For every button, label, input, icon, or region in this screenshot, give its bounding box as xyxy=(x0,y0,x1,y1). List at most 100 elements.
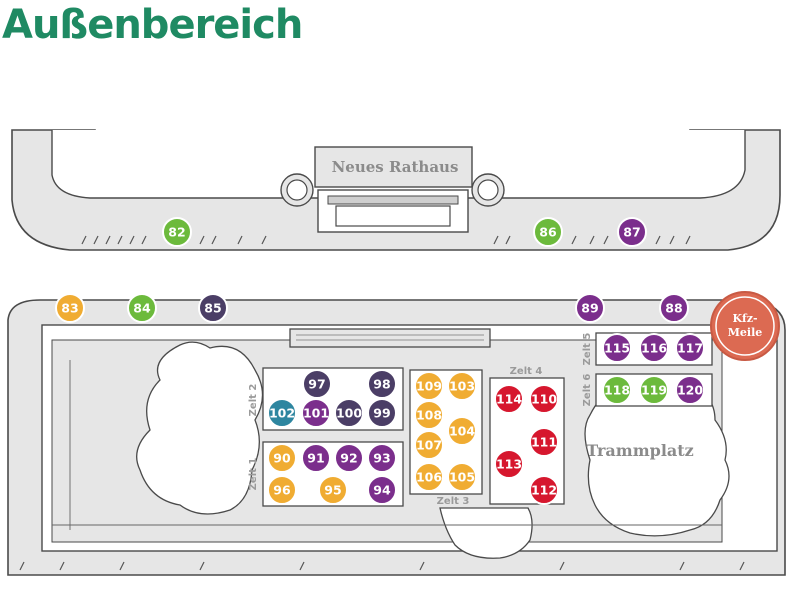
stand-marker-number: 101 xyxy=(303,406,329,421)
stand-marker-circle xyxy=(575,293,605,323)
stand-marker-number: 91 xyxy=(307,451,324,466)
page-title: Außenbereich xyxy=(2,2,303,48)
stand-marker[interactable]: 84 xyxy=(127,293,157,323)
stand-marker-circle xyxy=(414,400,444,430)
stand-marker-circle xyxy=(414,430,444,460)
stand-marker-number: 112 xyxy=(531,483,557,498)
stand-marker-circle xyxy=(639,375,669,405)
stand-marker[interactable]: 100 xyxy=(334,398,364,428)
stand-marker-circle xyxy=(529,475,559,505)
stand-marker-number: 83 xyxy=(61,301,78,316)
stand-marker[interactable]: 90 xyxy=(267,443,297,473)
stand-marker[interactable]: 119 xyxy=(639,375,669,405)
stand-marker-number: 95 xyxy=(324,483,341,498)
stand-marker-circle xyxy=(675,375,705,405)
stand-marker[interactable]: 102 xyxy=(267,398,297,428)
stand-marker-number: 118 xyxy=(604,383,630,398)
stand-marker-number: 96 xyxy=(273,483,291,498)
stand-marker-number: 106 xyxy=(416,470,442,485)
stand-marker-number: 97 xyxy=(308,377,325,392)
stand-marker[interactable]: 99 xyxy=(367,398,397,428)
stand-marker[interactable]: 110 xyxy=(529,384,559,414)
stand-marker-number: 107 xyxy=(416,438,442,453)
zelt6-label: Zelt 6 xyxy=(582,374,593,407)
stand-marker[interactable]: 93 xyxy=(367,443,397,473)
stand-marker[interactable]: 112 xyxy=(529,475,559,505)
stand-marker-circle xyxy=(414,462,444,492)
stand-marker-circle xyxy=(447,416,477,446)
stand-marker-circle xyxy=(334,443,364,473)
stand-marker-circle xyxy=(318,475,348,505)
stand-marker[interactable]: 94 xyxy=(367,475,397,505)
stand-marker[interactable]: 105 xyxy=(447,462,477,492)
stand-marker[interactable]: 113 xyxy=(494,449,524,479)
stand-marker[interactable]: 120 xyxy=(675,375,705,405)
stand-marker-number: 99 xyxy=(373,406,390,421)
stand-marker[interactable]: 107 xyxy=(414,430,444,460)
stand-marker[interactable]: 83 xyxy=(55,293,85,323)
stand-marker[interactable]: 95 xyxy=(318,475,348,505)
kfz-label-line1: Kfz- xyxy=(732,312,757,325)
stand-marker-number: 90 xyxy=(273,451,291,466)
stand-marker[interactable]: 87 xyxy=(617,217,647,247)
stand-marker[interactable]: 101 xyxy=(301,398,331,428)
stand-marker[interactable]: 109 xyxy=(414,371,444,401)
stand-marker-number: 92 xyxy=(340,451,357,466)
stand-marker-circle xyxy=(529,427,559,457)
stand-marker-circle xyxy=(367,475,397,505)
stand-marker-number: 88 xyxy=(665,301,682,316)
stand-marker-circle xyxy=(162,217,192,247)
stand-marker[interactable]: 117 xyxy=(675,333,705,363)
stand-marker-circle xyxy=(494,449,524,479)
stand-marker[interactable]: 104 xyxy=(447,416,477,446)
stand-marker-circle xyxy=(267,398,297,428)
stand-marker-circle xyxy=(617,217,647,247)
stand-marker[interactable]: 108 xyxy=(414,400,444,430)
stand-marker-circle xyxy=(447,371,477,401)
stand-marker[interactable]: 114 xyxy=(494,384,524,414)
stand-marker-number: 104 xyxy=(449,424,475,439)
stand-marker[interactable]: 111 xyxy=(529,427,559,457)
stand-marker[interactable]: 103 xyxy=(447,371,477,401)
stand-marker[interactable]: 116 xyxy=(639,333,669,363)
kfz-meile-badge[interactable]: Kfz- Meile xyxy=(710,291,780,361)
stand-marker-number: 110 xyxy=(531,392,557,407)
stand-marker[interactable]: 88 xyxy=(659,293,689,323)
stand-marker[interactable]: 85 xyxy=(198,293,228,323)
stand-marker-number: 87 xyxy=(623,225,640,240)
stand-marker[interactable]: 115 xyxy=(602,333,632,363)
stand-marker-circle xyxy=(447,462,477,492)
stand-marker[interactable]: 91 xyxy=(301,443,331,473)
stand-marker-circle xyxy=(334,398,364,428)
rathaus-block xyxy=(11,129,781,251)
stand-marker-circle xyxy=(367,443,397,473)
stand-marker[interactable]: 106 xyxy=(414,462,444,492)
stand-marker-number: 98 xyxy=(373,377,390,392)
stand-marker-number: 111 xyxy=(531,435,557,450)
stand-marker[interactable]: 118 xyxy=(602,375,632,405)
stand-marker-number: 85 xyxy=(204,301,221,316)
stand-marker-number: 89 xyxy=(581,301,598,316)
stand-marker[interactable]: 96 xyxy=(267,475,297,505)
stand-marker-circle xyxy=(302,369,332,399)
stand-marker-circle xyxy=(602,375,632,405)
stand-marker[interactable]: 97 xyxy=(302,369,332,399)
stand-marker[interactable]: 92 xyxy=(334,443,364,473)
stand-marker-number: 114 xyxy=(496,392,522,407)
stand-marker-circle xyxy=(127,293,157,323)
stand-marker-number: 82 xyxy=(168,225,185,240)
zelt4-label: Zelt 4 xyxy=(510,366,543,377)
stand-marker[interactable]: 98 xyxy=(367,369,397,399)
zelt3-label: Zelt 3 xyxy=(437,496,470,507)
stand-marker-circle xyxy=(659,293,689,323)
stand-marker-circle xyxy=(675,333,705,363)
stand-marker-circle xyxy=(267,443,297,473)
stand-marker[interactable]: 82 xyxy=(162,217,192,247)
stand-marker-number: 119 xyxy=(641,383,667,398)
stand-marker-circle xyxy=(494,384,524,414)
stand-marker[interactable]: 89 xyxy=(575,293,605,323)
stand-marker-number: 116 xyxy=(641,341,667,356)
zelt5-label: Zelt 5 xyxy=(582,333,593,366)
stand-marker[interactable]: 86 xyxy=(533,217,563,247)
